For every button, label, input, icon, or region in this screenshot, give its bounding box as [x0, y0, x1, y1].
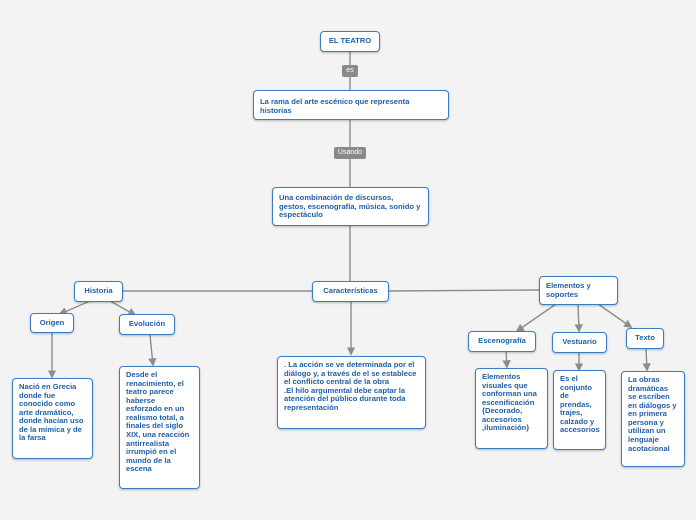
node-origen-desc[interactable]: Nació en Grecia donde fue conocido como …	[12, 378, 93, 459]
node-vestuario[interactable]: Vestuario	[552, 332, 607, 353]
node-texto-desc[interactable]: La obras dramáticas se escriben en diálo…	[621, 371, 685, 467]
node-escenografia-desc[interactable]: Elementos visuales que conforman una esc…	[475, 368, 548, 449]
connector-historia-origen	[58, 300, 91, 316]
connector-texto-desc	[642, 348, 651, 372]
node-vestuario-desc[interactable]: Es el conjunto de prendas, trajes, calza…	[553, 370, 606, 450]
node-caracteristicas-desc[interactable]: . La acción se ve determinada por el diá…	[277, 356, 426, 429]
node-rama[interactable]: La rama del arte escénico que representa…	[253, 90, 449, 120]
node-texto[interactable]: Texto	[626, 328, 664, 349]
connector-historia-evolucion	[109, 300, 137, 316]
link-label-usando: Usando	[334, 147, 366, 159]
node-evolucion-desc[interactable]: Desde el renacimiento, el teatro parece …	[119, 366, 200, 489]
connector-elementos-vestuario	[574, 303, 583, 333]
connector-elementos-texto	[597, 303, 633, 328]
node-elementos-soportes[interactable]: Elementos y soportes	[539, 276, 618, 305]
node-caracteristicas[interactable]: Características	[312, 281, 389, 302]
node-evolucion[interactable]: Evolución	[119, 314, 175, 335]
node-historia[interactable]: Historia	[74, 281, 123, 302]
node-origen[interactable]: Origen	[30, 313, 74, 333]
node-el-teatro[interactable]: EL TEATRO	[320, 31, 380, 52]
link-label-es: es	[342, 65, 358, 77]
node-escenografia[interactable]: Escenografía	[468, 331, 536, 352]
connector-evolucion-desc	[148, 334, 157, 367]
node-combinacion[interactable]: Una combinación de discursos, gestos, es…	[272, 187, 429, 226]
connector-elementos-escenografia	[515, 303, 557, 332]
connector-escenografia-desc	[502, 350, 511, 369]
connector-caracteristicas-elementos	[388, 289, 540, 292]
